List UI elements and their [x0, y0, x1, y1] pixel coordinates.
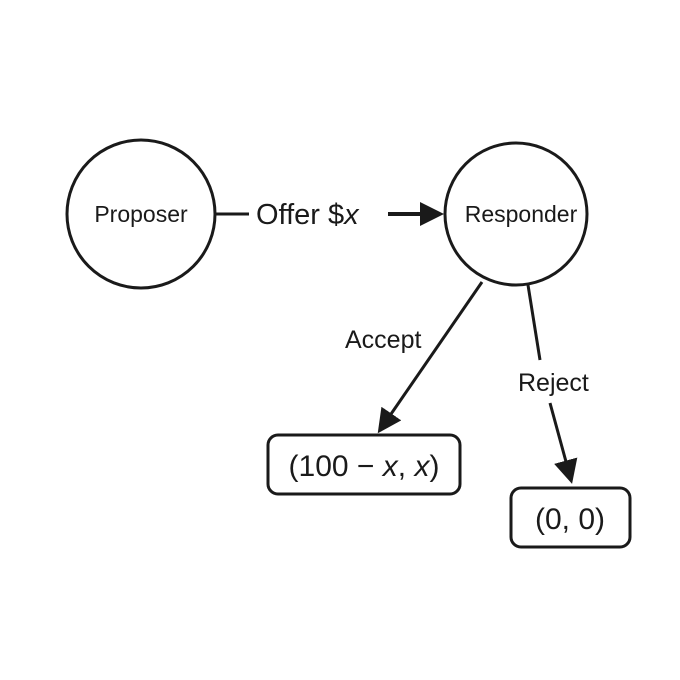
reject-payoff: (0, 0) [509, 486, 632, 549]
reject-label: Reject [518, 369, 589, 397]
accept-payoff-x2: x [412, 450, 430, 483]
reject-edge: Reject [518, 284, 589, 484]
responder-label: Responder [465, 201, 578, 227]
reject-arrow-lower [548, 402, 578, 484]
accept-payoff-sep: , [398, 450, 415, 483]
proposer-node: Proposer [65, 138, 217, 290]
accept-payoff-close: ) [429, 450, 439, 483]
offer-variable: x [342, 199, 360, 231]
reject-arrow-upper [526, 284, 542, 361]
reject-payoff-text: (0, 0) [535, 503, 605, 536]
offer-edge: Offer $x [215, 199, 444, 231]
accept-label: Accept [345, 326, 421, 354]
accept-payoff-text: (100 − x, x) [289, 450, 440, 483]
offer-edge-label: Offer $x [256, 199, 360, 231]
responder-circle [443, 141, 589, 287]
accept-payoff-box [266, 433, 462, 496]
accept-edge: Accept [345, 281, 484, 434]
proposer-label: Proposer [94, 201, 188, 227]
offer-prefix: Offer $ [256, 199, 344, 231]
accept-payoff-x1: x [381, 450, 399, 483]
responder-node: Responder [443, 141, 589, 287]
accept-payoff: (100 − x, x) [266, 433, 462, 496]
accept-arrow [377, 281, 484, 434]
reject-payoff-box [509, 486, 632, 549]
accept-payoff-open: (100 − [289, 450, 383, 483]
